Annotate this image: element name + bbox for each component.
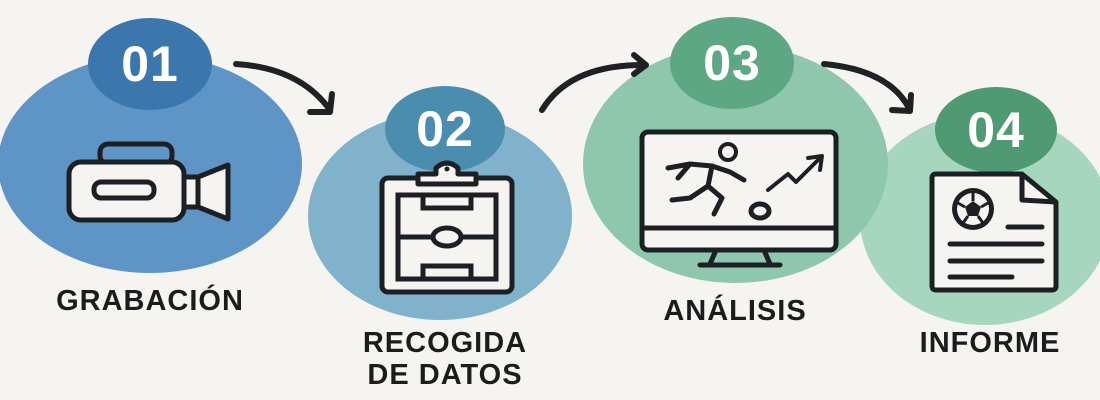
step-2-label-line-2: DE DATOS (367, 359, 523, 391)
step-1-number-badge: 01 (88, 18, 212, 110)
step-3-label: ANÁLISIS (663, 295, 807, 327)
curved-arrow-icon (821, 61, 914, 114)
step-2-number-badge: 02 (385, 86, 505, 172)
step-2-number: 02 (416, 101, 474, 157)
step-4-label: INFORME (919, 327, 1061, 359)
step-1-label: GRABACIÓN (56, 285, 244, 317)
curved-arrow-icon (539, 52, 649, 113)
video-camera-icon (66, 141, 231, 223)
step-4-number-badge: 04 (935, 87, 1057, 173)
step-1-number: 01 (121, 36, 179, 92)
clipboard-football-pitch-icon (379, 160, 515, 295)
curved-arrow-icon (233, 61, 335, 115)
monitor-player-chart-icon (639, 129, 839, 268)
step-3-number-badge: 03 (670, 17, 794, 109)
step-2-label-line-1: RECOGIDA (362, 327, 528, 359)
report-document-ball-icon (929, 171, 1059, 293)
step-4-number: 04 (967, 102, 1025, 158)
step-3-number: 03 (703, 35, 761, 91)
